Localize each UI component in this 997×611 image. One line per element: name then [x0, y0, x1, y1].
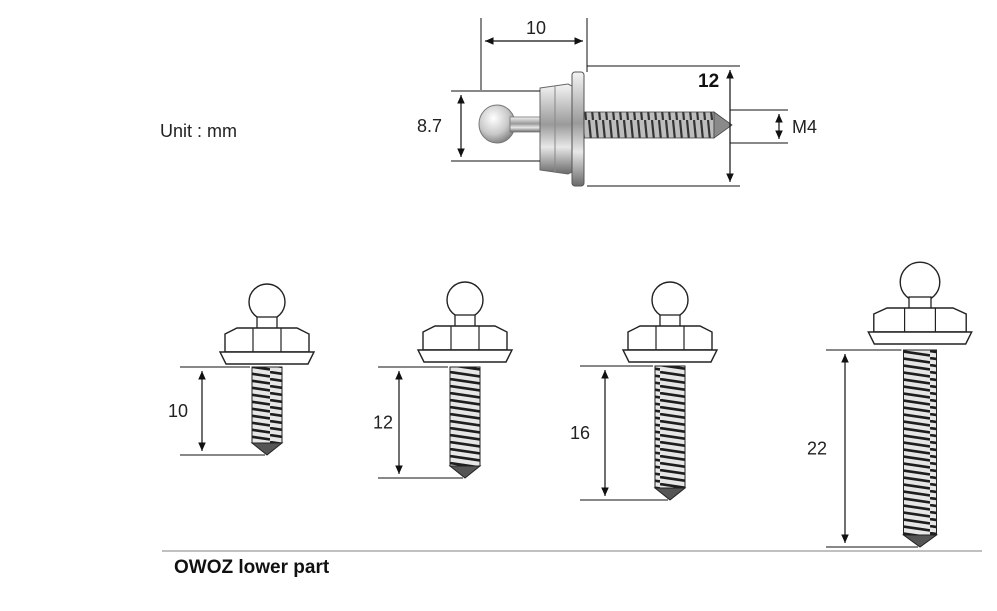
- thread-shank: [251, 366, 283, 444]
- length-label: 16: [570, 423, 590, 443]
- ball-stud: [446, 281, 484, 319]
- thread-tip: [448, 465, 482, 479]
- washer: [218, 351, 316, 365]
- screw-4: 22: [807, 261, 973, 548]
- unit-label: Unit : mm: [160, 121, 237, 141]
- dim-head-diameter-label: 8.7: [417, 116, 442, 136]
- dim-overall-label: 12: [698, 71, 719, 92]
- ball-stud: [899, 261, 941, 303]
- dim-overall: 12: [587, 65, 740, 187]
- dim-head-diameter: 8.7: [417, 90, 540, 162]
- length-label: 10: [168, 401, 188, 421]
- thread-tip: [250, 442, 284, 456]
- dim-thread-label: M4: [792, 117, 817, 137]
- washer: [416, 349, 514, 363]
- length-label: 22: [807, 439, 827, 459]
- ball-stud: [248, 283, 286, 321]
- length-label: 12: [373, 413, 393, 433]
- dim-thread: M4: [730, 109, 817, 144]
- caption: OWOZ lower part: [174, 557, 330, 578]
- dim-head-length-label: 10: [526, 18, 546, 38]
- screw-3: 16: [570, 281, 719, 501]
- ball-stud: [651, 281, 689, 319]
- hex-head: [627, 325, 713, 351]
- hex-head: [224, 327, 310, 353]
- hex-head: [422, 325, 508, 351]
- top-screw-illustration: [478, 71, 733, 187]
- screw-2: 12: [373, 281, 514, 479]
- thread-tip: [901, 534, 939, 548]
- washer: [867, 331, 973, 345]
- screw-1: 10: [168, 283, 316, 456]
- washer: [621, 349, 719, 363]
- thread-shank: [449, 366, 481, 467]
- thread-shank: [654, 365, 686, 489]
- hex-head: [873, 307, 967, 333]
- screw-row: 10 12 16 22: [168, 261, 973, 548]
- dim-head-length: 10: [480, 18, 588, 90]
- thread-tip: [653, 487, 687, 501]
- thread-shank: [903, 349, 937, 536]
